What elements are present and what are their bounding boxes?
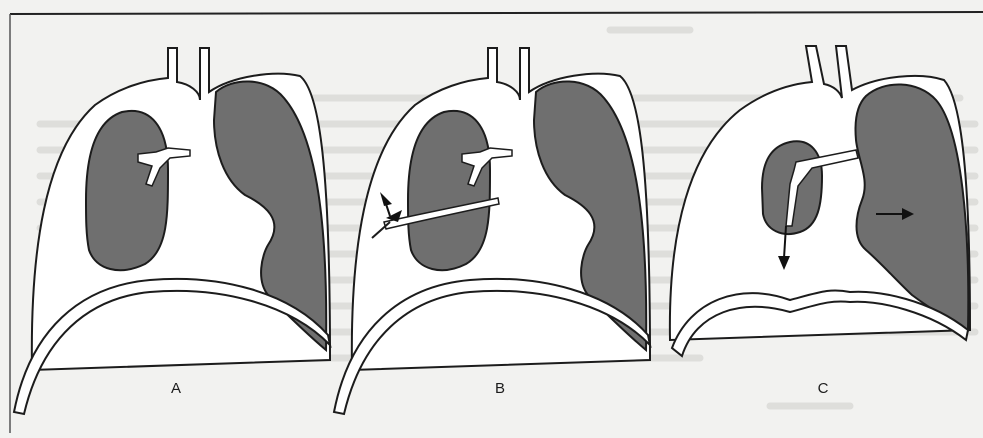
panel-a-right-lung: [86, 111, 168, 270]
panel-b-right-lung: [408, 111, 490, 270]
panel-c-label: C: [818, 380, 829, 397]
panel-b-label: B: [495, 380, 505, 397]
panel-a-label: A: [171, 380, 181, 397]
